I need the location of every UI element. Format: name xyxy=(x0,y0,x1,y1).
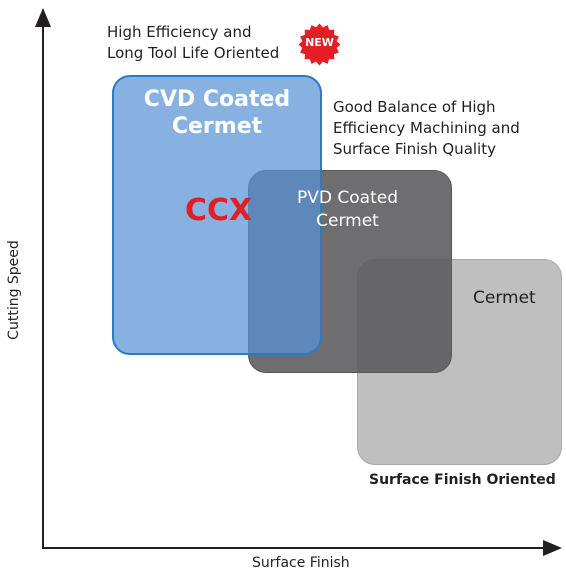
pvd-title-line-1: PVD Coated xyxy=(297,188,398,208)
pvd-coated-cermet-title: PVD Coated Cermet xyxy=(250,187,445,233)
cvd-coated-cermet-region xyxy=(112,75,322,355)
y-axis-label: Cutting Speed xyxy=(6,240,22,340)
x-axis-label: Surface Finish xyxy=(252,555,350,571)
annotation-good-balance-line-3: Surface Finish Quality xyxy=(333,140,496,158)
pvd-title-line-2: Cermet xyxy=(316,211,379,231)
ccx-product-label: CCX xyxy=(185,193,253,228)
annotation-high-efficiency: High Efficiency and Long Tool Life Orien… xyxy=(107,22,279,64)
annotation-good-balance-line-2: Efficiency Machining and xyxy=(333,119,520,137)
cvd-coated-cermet-title: CVD Coated Cermet xyxy=(112,86,322,140)
annotation-high-efficiency-line-2: Long Tool Life Oriented xyxy=(107,44,280,62)
cvd-title-line-1: CVD Coated xyxy=(143,87,291,112)
cermet-title: Cermet xyxy=(473,288,536,308)
annotation-good-balance-line-1: Good Balance of High xyxy=(333,98,496,116)
new-badge-icon xyxy=(298,23,341,66)
annotation-good-balance: Good Balance of High Efficiency Machinin… xyxy=(333,97,520,160)
annotation-surface-finish-oriented: Surface Finish Oriented xyxy=(369,472,556,488)
cvd-title-line-2: Cermet xyxy=(171,114,263,139)
new-badge-label: NEW xyxy=(305,36,334,49)
x-axis-arrowhead xyxy=(543,540,562,556)
annotation-high-efficiency-line-1: High Efficiency and xyxy=(107,23,252,41)
y-axis-arrowhead xyxy=(35,8,51,27)
